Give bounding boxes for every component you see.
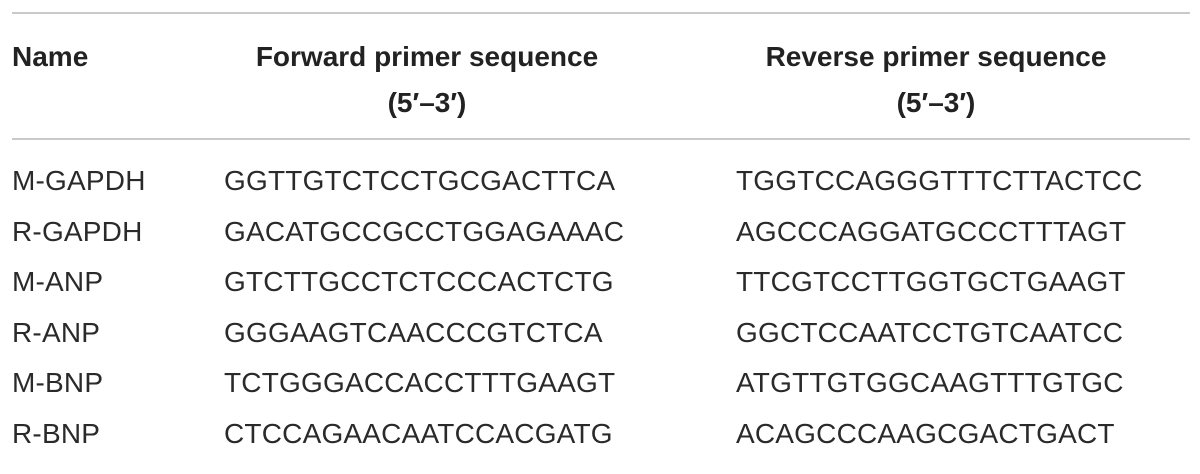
header-reverse-line2: (5′–3′) — [896, 87, 976, 118]
table-row: R-BNP CTCCAGAACAATCCACGATG ACAGCCCAAGCGA… — [0, 411, 1200, 462]
table-row: M-GAPDH GGTTGTCTCCTGCGACTTCA TGGTCCAGGGT… — [0, 158, 1200, 209]
row-forward-sequence: TCTGGGACCACCTTTGAAGT — [224, 367, 616, 398]
table-header: Name Forward primer sequence (5′–3′) Rev… — [0, 34, 1200, 124]
table-header-rule — [12, 138, 1190, 140]
table-body: M-GAPDH GGTTGTCTCCTGCGACTTCA TGGTCCAGGGT… — [0, 158, 1200, 461]
row-name: R-GAPDH — [12, 215, 143, 247]
row-forward-sequence: GGGAAGTCAACCCGTCTCA — [224, 316, 603, 348]
header-forward-line2: (5′–3′) — [387, 87, 467, 118]
row-reverse-sequence: ATGTTGTGGCAAGTTTGTGC — [736, 367, 1124, 398]
row-reverse-sequence: GGCTCCAATCCTGTCAATCC — [736, 316, 1124, 348]
header-name-label: Name — [12, 41, 89, 72]
row-name: R-ANP — [12, 316, 101, 348]
row-name: M-GAPDH — [12, 165, 146, 196]
table-row: R-GAPDH GACATGCCGCCTGGAGAAAC AGCCCAGGATG… — [0, 209, 1200, 260]
table-row: M-ANP GTCTTGCCTCTCCCACTCTG TTCGTCCTTGGTG… — [0, 259, 1200, 310]
row-name: R-BNP — [12, 417, 101, 449]
row-reverse-sequence: ACAGCCCAAGCGACTGACT — [736, 417, 1115, 449]
header-name: Name — [12, 34, 88, 80]
row-forward-sequence: GTCTTGCCTCTCCCACTCTG — [224, 266, 614, 297]
row-name: M-BNP — [12, 367, 104, 398]
row-name: M-ANP — [12, 266, 104, 297]
row-forward-sequence: CTCCAGAACAATCCACGATG — [224, 417, 613, 449]
header-reverse-line1: Reverse primer sequence — [765, 41, 1107, 72]
row-reverse-sequence: AGCCCAGGATGCCCTTTAGT — [736, 215, 1127, 247]
header-reverse: Reverse primer sequence (5′–3′) — [736, 34, 1136, 126]
row-forward-sequence: GACATGCCGCCTGGAGAAAC — [224, 215, 625, 247]
row-reverse-sequence: TGGTCCAGGGTTTCTTACTCC — [736, 165, 1143, 196]
row-reverse-sequence: TTCGTCCTTGGTGCTGAAGT — [736, 266, 1126, 297]
row-forward-sequence: GGTTGTCTCCTGCGACTTCA — [224, 165, 616, 196]
table-top-rule — [12, 12, 1190, 14]
table-row: R-ANP GGGAAGTCAACCCGTCTCA GGCTCCAATCCTGT… — [0, 310, 1200, 361]
header-forward: Forward primer sequence (5′–3′) — [224, 34, 630, 126]
header-forward-line1: Forward primer sequence — [255, 41, 599, 72]
table-row: M-BNP TCTGGGACCACCTTTGAAGT ATGTTGTGGCAAG… — [0, 360, 1200, 411]
